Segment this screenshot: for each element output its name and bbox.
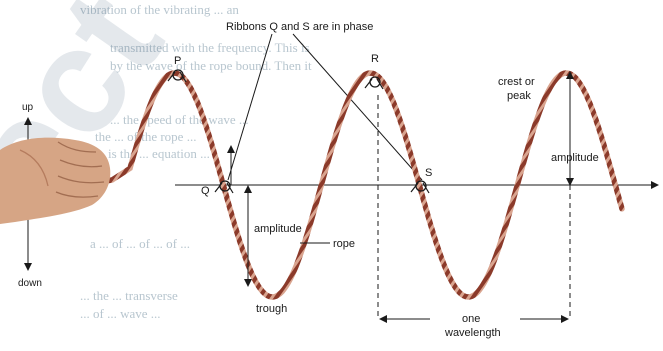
background-line: vibration of the vibrating ... an [80, 2, 239, 17]
ribbon-p [167, 69, 187, 83]
crest-label-line2: peak [507, 90, 531, 102]
background-line: a ... of ... of ... of ... [90, 236, 190, 251]
wavelength-label-line1: one [462, 313, 480, 325]
ribbon-r [364, 76, 384, 90]
background-line: transmitted with the frequency. This is [110, 40, 310, 55]
background-line: ... the ... transverse [80, 288, 178, 303]
rope-label: rope [333, 238, 355, 250]
rope-wave [97, 70, 625, 300]
label-q: Q [201, 185, 210, 197]
ribbon-q [214, 180, 234, 194]
hand-illustration [0, 137, 111, 224]
label-r: R [371, 53, 379, 65]
ribbon-s [410, 180, 430, 194]
amplitude-label-lower: amplitude [254, 223, 302, 235]
callout-lines [227, 33, 423, 181]
amplitude-label-right: amplitude [551, 152, 599, 164]
up-label: up [22, 102, 34, 113]
wavelength-label-line2: wavelength [444, 327, 501, 339]
callout-label: Ribbons Q and S are in phase [226, 21, 373, 33]
crest-label-line1: crest or [498, 76, 535, 88]
background-line: the ... of the rope ... [95, 129, 196, 144]
background-line: ... is the ... equation ... [95, 146, 210, 161]
trough-label: trough [256, 303, 287, 315]
label-s: S [425, 167, 432, 179]
down-label: down [18, 278, 42, 289]
background-line: ... of ... wave ... [80, 306, 161, 321]
label-p: P [174, 55, 181, 67]
dashed-guides [248, 95, 571, 320]
